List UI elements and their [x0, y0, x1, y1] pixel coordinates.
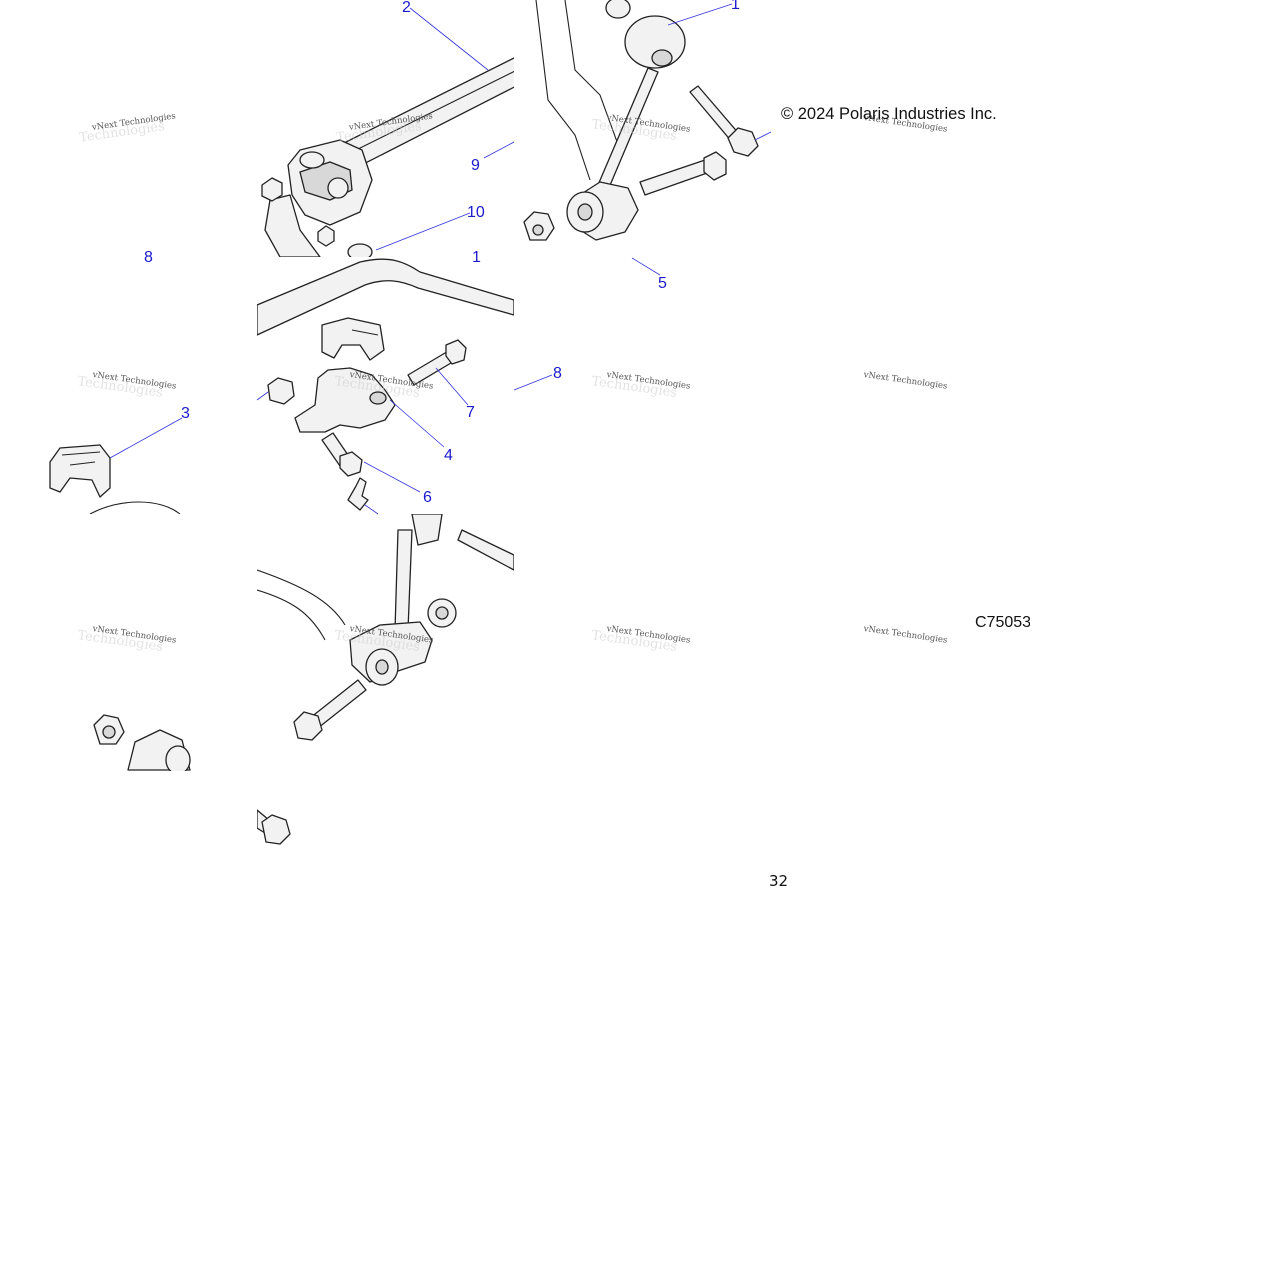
clamp-nut	[267, 377, 295, 405]
copyright-notice: © 2024 Polaris Industries Inc.	[781, 105, 997, 123]
callout-2: 2	[402, 0, 411, 16]
tile-middle-left: 3 8	[49, 249, 190, 514]
link-bolt-lower	[639, 159, 711, 196]
callout-8: 8	[553, 365, 562, 382]
bar-bushing-left	[49, 444, 111, 498]
flange-nut	[261, 177, 283, 202]
callout-7: 7	[466, 404, 475, 421]
callout-3: 3	[181, 405, 190, 422]
watermark-text: vNext Technologies	[862, 370, 948, 392]
grease-fitting	[347, 477, 369, 511]
tile-middle-middle	[257, 258, 514, 511]
stabilizer-bar-bend	[257, 258, 514, 336]
callout-1: 1	[731, 0, 740, 13]
bar-clamp	[294, 367, 396, 433]
diagram-code: C75053	[975, 614, 1030, 631]
bar-bushing	[321, 317, 385, 361]
tile-bottom-bolt	[257, 809, 291, 845]
end-link-rod-lower	[394, 529, 413, 631]
callout-1-partial: 1	[472, 249, 481, 266]
callout-8-partial: 8	[144, 249, 153, 266]
watermark-text: vNext Technologies	[862, 624, 948, 646]
page-number: 32	[769, 872, 789, 890]
tile-bottom-left	[93, 714, 191, 771]
callout-5: 5	[658, 275, 667, 292]
tile-top-right	[523, 0, 759, 241]
tile-bottom-middle	[257, 514, 514, 741]
callout-6: 6	[423, 489, 432, 506]
callout-4: 4	[444, 447, 453, 464]
callout-9: 9	[471, 157, 480, 174]
callout-10: 10	[467, 204, 485, 221]
tile-top-middle: 2 9 10 1	[261, 0, 515, 266]
watermark-group: Technologies vNext Technologies Technolo…	[77, 111, 948, 655]
